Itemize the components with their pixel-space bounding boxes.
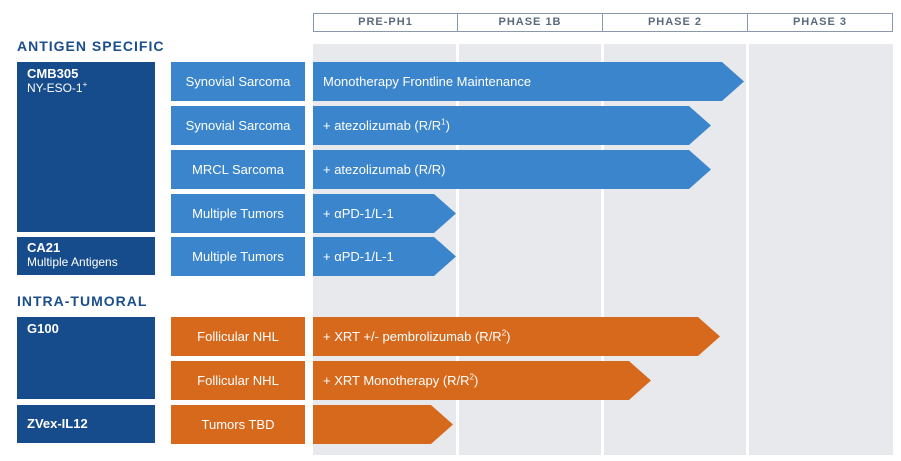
indication-box: MRCL Sarcoma [171, 150, 305, 189]
program-name: CMB305 [27, 66, 79, 81]
section-title-intra-tumoral: INTRA-TUMORAL [17, 293, 148, 309]
indication-box: Synovial Sarcoma [171, 106, 305, 145]
column-divider [456, 44, 459, 455]
progress-arrow: + atezolizumab (R/R) [313, 150, 711, 189]
program-target: Multiple Antigens [27, 255, 118, 269]
progress-arrow [313, 405, 453, 444]
indication-box: Follicular NHL [171, 317, 305, 356]
section-title-antigen-specific: ANTIGEN SPECIFIC [17, 38, 165, 54]
program-ca21: CA21 Multiple Antigens [17, 237, 155, 275]
phase-header-phase-2: PHASE 2 [603, 13, 748, 32]
indication-box: Follicular NHL [171, 361, 305, 400]
indication-box: Tumors TBD [171, 405, 305, 444]
program-zvex-il12: ZVex-IL12 [17, 405, 155, 443]
progress-arrow: + atezolizumab (R/R1) [313, 106, 711, 145]
progress-arrow: + XRT Monotherapy (R/R2) [313, 361, 651, 400]
phase-header-phase-3: PHASE 3 [748, 13, 893, 32]
indication-box: Synovial Sarcoma [171, 62, 305, 101]
phase-header-pre-ph1: PRE-PH1 [313, 13, 458, 32]
column-divider [746, 44, 749, 455]
program-name: G100 [27, 321, 59, 336]
program-g100: G100 [17, 317, 155, 399]
indication-box: Multiple Tumors [171, 194, 305, 233]
indication-box: Multiple Tumors [171, 237, 305, 276]
column-divider [601, 44, 604, 455]
progress-arrow: + XRT +/- pembrolizumab (R/R2) [313, 317, 720, 356]
program-target: NY-ESO-1+ [27, 80, 88, 96]
program-name: ZVex-IL12 [27, 416, 88, 431]
program-cmb305: CMB305 NY-ESO-1+ [17, 62, 155, 232]
progress-arrow: + αPD-1/L-1 [313, 237, 456, 276]
program-name: CA21 [27, 240, 61, 255]
progress-arrow: + αPD-1/L-1 [313, 194, 456, 233]
phase-header-phase-1b: PHASE 1B [458, 13, 603, 32]
progress-arrow: Monotherapy Frontline Maintenance [313, 62, 744, 101]
